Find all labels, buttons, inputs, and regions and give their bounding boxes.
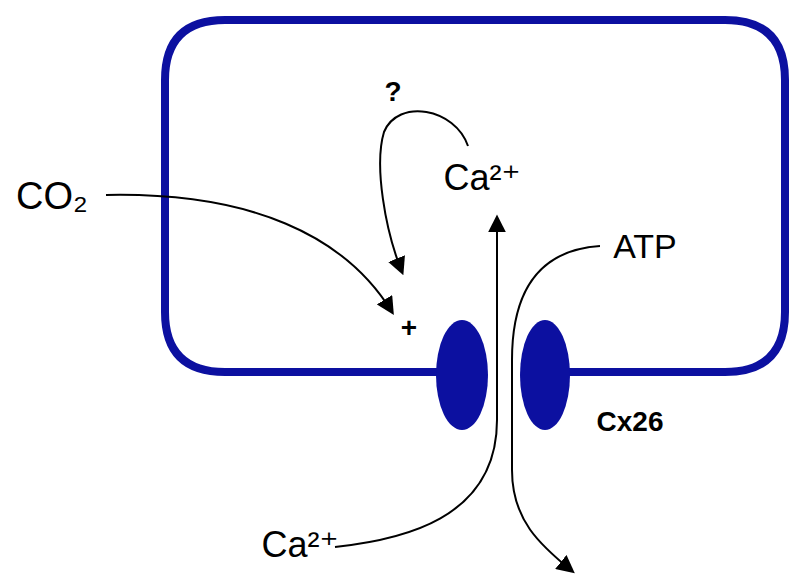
atp-release-arrow bbox=[512, 246, 600, 571]
molecule-label: CO₂ bbox=[16, 177, 88, 215]
co2-arrow bbox=[106, 195, 392, 312]
plus-sign: + bbox=[401, 314, 417, 342]
question-mark: ? bbox=[384, 78, 401, 106]
channel-subunit bbox=[436, 320, 488, 430]
channel-subunit bbox=[520, 320, 570, 430]
ion-label: Ca²⁺ bbox=[443, 160, 520, 196]
calcium-influx-arrow bbox=[335, 218, 497, 547]
channel-label: Cx26 bbox=[597, 408, 664, 436]
ion-label: Ca²⁺ bbox=[261, 527, 338, 563]
molecule-label: ATP bbox=[613, 229, 677, 263]
cell-membrane bbox=[165, 20, 785, 372]
